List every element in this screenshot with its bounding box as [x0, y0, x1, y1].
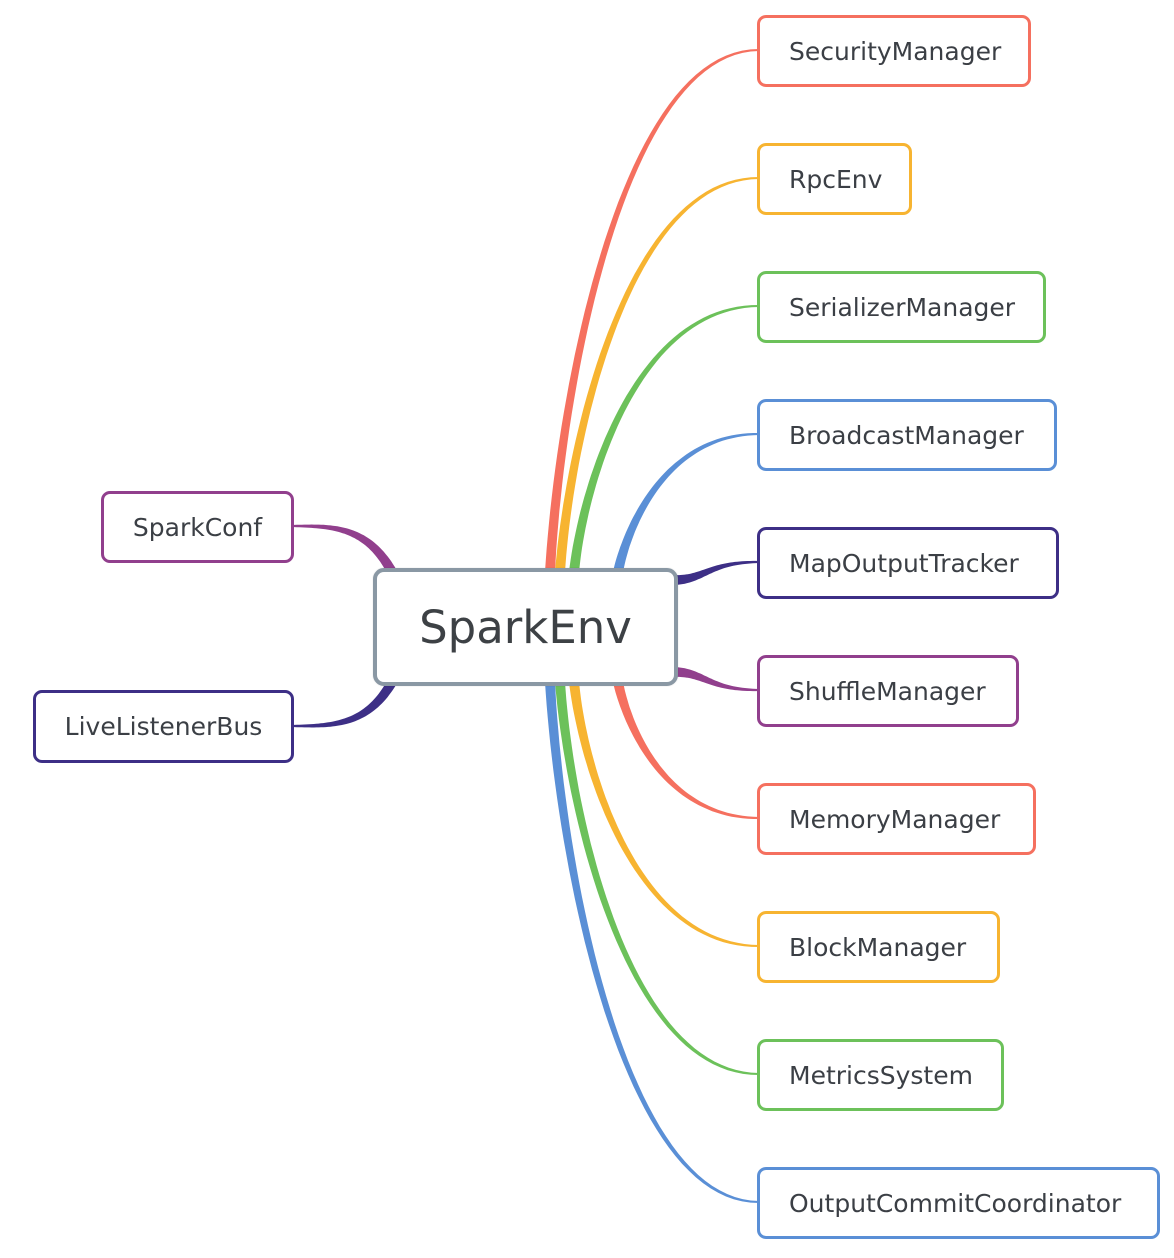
node-label: SparkConf	[132, 512, 263, 542]
connector-serializermanager	[569, 305, 759, 573]
node-label: OutputCommitCoordinator	[789, 1188, 1122, 1218]
node-label: MemoryManager	[789, 804, 1001, 834]
node-outputcommitcoordinator[interactable]: OutputCommitCoordinator	[757, 1167, 1160, 1239]
node-broadcastmanager[interactable]: BroadcastManager	[757, 399, 1057, 471]
node-label: MapOutputTracker	[789, 548, 1019, 578]
connector-memorymanager	[613, 681, 759, 819]
node-label: BroadcastManager	[789, 420, 1024, 450]
node-label: LiveListenerBus	[64, 712, 263, 741]
node-label: SerializerManager	[789, 292, 1016, 322]
node-livelistenerbus[interactable]: LiveListenerBus	[33, 690, 294, 763]
connector-broadcastmanager	[613, 433, 759, 573]
node-label: ShuffleManager	[789, 676, 986, 706]
connector-sparkconf	[292, 524, 397, 575]
connector-rpcenv	[555, 177, 759, 573]
connector-blockmanager	[569, 681, 759, 947]
node-securitymanager[interactable]: SecurityManager	[757, 15, 1031, 87]
node-metricssystem[interactable]: MetricsSystem	[757, 1039, 1004, 1111]
node-mapoutputtracker[interactable]: MapOutputTracker	[757, 527, 1059, 599]
node-blockmanager[interactable]: BlockManager	[757, 911, 1000, 983]
connector-shufflemanager	[674, 667, 759, 692]
node-label: MetricsSystem	[789, 1060, 973, 1090]
node-label: SecurityManager	[789, 36, 1002, 66]
node-sparkconf[interactable]: SparkConf	[101, 491, 294, 563]
node-shufflemanager[interactable]: ShuffleManager	[757, 655, 1019, 727]
connector-livelistenerbus	[292, 679, 397, 728]
node-memorymanager[interactable]: MemoryManager	[757, 783, 1036, 855]
node-label: BlockManager	[789, 932, 967, 962]
node-serializermanager[interactable]: SerializerManager	[757, 271, 1046, 343]
connector-mapoutputtracker	[674, 560, 759, 585]
center-node-sparkenv[interactable]: SparkEnv	[373, 568, 678, 686]
center-node-label: SparkEnv	[419, 600, 632, 654]
connector-metricssystem	[555, 681, 759, 1075]
node-rpcenv[interactable]: RpcEnv	[757, 143, 912, 215]
connector-outputcommitcoordinator	[545, 681, 759, 1203]
node-label: RpcEnv	[789, 164, 883, 194]
connector-securitymanager	[545, 49, 759, 573]
